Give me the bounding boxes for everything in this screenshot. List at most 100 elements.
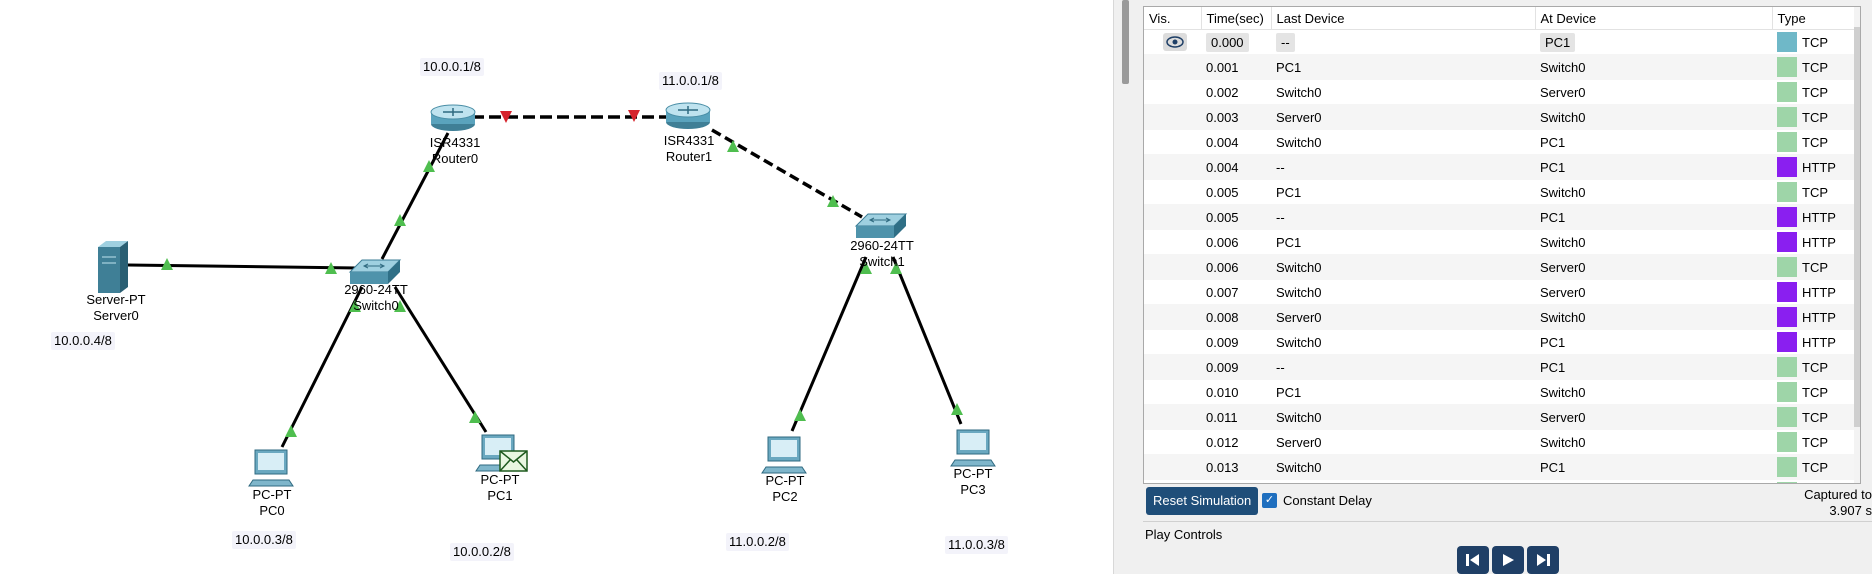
type-cell[interactable]: TCP [1772,404,1858,430]
topology-canvas[interactable] [0,0,1113,574]
envelope-icon[interactable] [499,450,528,472]
back-button[interactable] [1457,546,1489,574]
link-router0-switch0[interactable] [380,132,450,260]
column-header-vis[interactable]: Vis. [1144,7,1202,30]
server-icon[interactable] [98,241,128,293]
constant-delay-checkbox[interactable]: ✓ [1262,493,1277,508]
scrollbar-thumb[interactable] [1854,27,1860,427]
type-cell[interactable]: HTTP [1772,279,1858,305]
pdu-color-swatch[interactable] [1777,432,1797,452]
vis-cell[interactable] [1144,354,1201,380]
router-icon[interactable] [430,104,476,131]
type-cell[interactable]: TCP [1772,79,1858,105]
pdu-color-swatch[interactable] [1777,207,1797,227]
type-cell[interactable]: TCP [1772,129,1858,155]
type-cell[interactable]: TCP [1772,54,1858,80]
type-cell[interactable]: TCP [1772,104,1858,130]
scrollbar-thumb[interactable] [1122,0,1129,84]
type-cell[interactable]: TCP [1772,354,1858,380]
link-switch0-pc0[interactable] [280,286,364,448]
link-switch0-pc1[interactable] [393,286,488,433]
event-row[interactable]: 0.014PC1Switch0TCP [1144,479,1858,483]
vis-cell[interactable] [1144,29,1201,55]
link-router1-switch1[interactable] [711,128,863,219]
constant-delay-toggle[interactable]: ✓ Constant Delay [1262,493,1372,508]
vis-cell[interactable] [1144,479,1201,483]
pdu-color-swatch[interactable] [1777,132,1797,152]
forward-button[interactable] [1527,546,1559,574]
pdu-color-swatch[interactable] [1777,332,1797,352]
vis-cell[interactable] [1144,179,1201,205]
pdu-color-swatch[interactable] [1777,482,1797,483]
type-cell[interactable]: TCP [1772,254,1858,280]
vis-cell[interactable] [1144,304,1201,330]
vis-cell[interactable] [1144,54,1201,80]
type-cell[interactable]: HTTP [1772,229,1858,255]
vis-cell[interactable] [1144,429,1201,455]
vis-cell[interactable] [1144,229,1201,255]
pc-icon[interactable] [950,429,996,467]
workspace-scrollbar[interactable] [1113,0,1144,574]
pdu-color-swatch[interactable] [1777,182,1797,202]
vis-cell[interactable] [1144,154,1201,180]
pdu-color-swatch[interactable] [1777,257,1797,277]
vis-cell[interactable] [1144,329,1201,355]
vis-cell[interactable] [1144,454,1201,480]
type-cell[interactable]: HTTP [1772,154,1858,180]
pdu-color-swatch[interactable] [1777,307,1797,327]
type-cell[interactable]: TCP [1772,379,1858,405]
eye-icon[interactable] [1163,33,1187,51]
event-list[interactable]: Vis. Time(sec) Last Device At Device Typ… [1143,6,1861,484]
type-cell[interactable]: HTTP [1772,329,1858,355]
vis-cell[interactable] [1144,379,1201,405]
vis-cell[interactable] [1144,104,1201,130]
vis-cell[interactable] [1144,79,1201,105]
pdu-color-swatch[interactable] [1777,457,1797,477]
pdu-color-swatch[interactable] [1777,232,1797,252]
vis-cell[interactable] [1144,404,1201,430]
switch-icon[interactable] [854,213,908,238]
type-cell[interactable]: HTTP [1772,304,1858,330]
router-icon[interactable] [665,102,711,129]
topology-workspace[interactable]: ISR4331 Router0 ISR4331 Router1 2960-24T… [0,0,1113,574]
type-cell[interactable]: HTTP [1772,204,1858,230]
column-header-type[interactable]: Type [1772,7,1859,30]
play-button[interactable] [1492,546,1524,574]
pdu-color-swatch[interactable] [1777,107,1797,127]
vis-cell[interactable] [1144,279,1201,305]
link-switch1-pc2[interactable] [790,256,868,432]
pdu-color-swatch[interactable] [1777,32,1797,52]
switch-icon[interactable] [348,259,402,284]
vis-cell[interactable] [1144,254,1201,280]
pdu-color-swatch[interactable] [1777,282,1797,302]
pdu-color-swatch[interactable] [1777,157,1797,177]
event-list-scrollbar[interactable] [1854,7,1860,483]
pc-icon[interactable] [761,436,807,474]
pdu-color-swatch[interactable] [1777,357,1797,377]
column-header-last-device[interactable]: Last Device [1271,7,1536,30]
link-switch1-pc3[interactable] [891,256,963,425]
column-header-at-device[interactable]: At Device [1535,7,1773,30]
pdu-color-swatch[interactable] [1777,382,1797,402]
pc-icon[interactable] [248,449,294,487]
type-cell[interactable]: TCP [1772,454,1858,480]
pdu-color-swatch[interactable] [1777,407,1797,427]
vis-cell[interactable] [1144,204,1201,230]
type-cell[interactable]: TCP [1772,179,1858,205]
pdu-color-swatch[interactable] [1777,57,1797,77]
